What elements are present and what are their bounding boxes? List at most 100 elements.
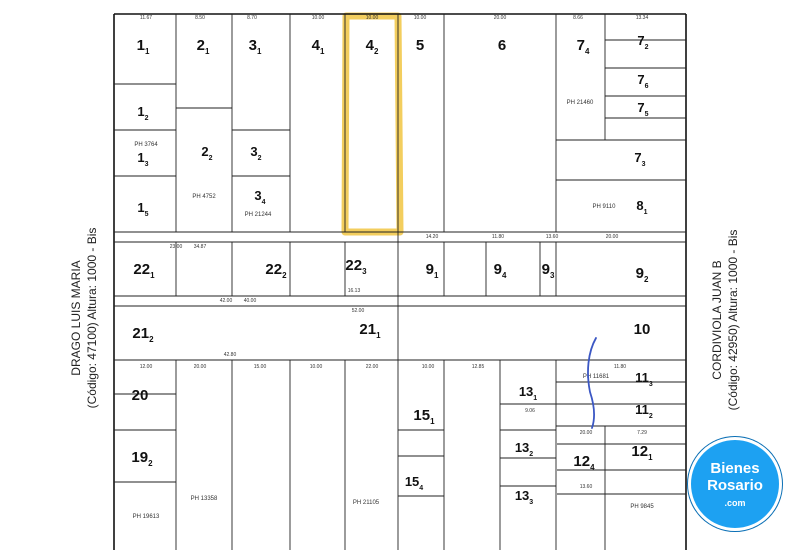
dimension-label: 10.00 <box>422 364 435 370</box>
lot-number: 151 <box>413 407 435 426</box>
dimension-label: 13.60 <box>546 234 559 240</box>
lot-number: 20 <box>132 387 149 404</box>
dimension-label: 15.00 <box>254 364 267 370</box>
dimension-label: 20.00 <box>194 364 207 370</box>
ph-label: PH 9110 <box>593 204 617 210</box>
street-label-left: DRAGO LUIS MARIA (Código: 47100) Altura:… <box>68 228 100 409</box>
dimension-label: 42.80 <box>224 352 237 358</box>
ph-label: PH 11681 <box>583 374 610 380</box>
dimension-label: 23.00 <box>170 244 183 250</box>
dimension-label: 10.00 <box>310 364 323 370</box>
lot-number: 74 <box>577 37 590 56</box>
lot-number: 72 <box>637 33 648 51</box>
lot-number: 31 <box>249 37 262 56</box>
logo-line-2: Rosario <box>707 477 763 494</box>
dimension-label: 8.50 <box>195 15 205 21</box>
lot-number: 94 <box>494 261 507 280</box>
lot-number: 75 <box>637 100 648 118</box>
lot-number: 92 <box>636 265 649 284</box>
dimension-label: 11.67 <box>140 15 152 21</box>
dimension-label: 13.34 <box>636 15 649 21</box>
lot-number: 192 <box>131 449 153 468</box>
street-right-code: (Código: 42950) Altura: 1000 - Bis <box>726 229 740 411</box>
lot-number: 11 <box>137 37 150 56</box>
lot-number: 41 <box>312 37 325 56</box>
lot-number: 133 <box>515 488 533 506</box>
lot-number: 221 <box>133 261 155 280</box>
ph-label: PH 13358 <box>191 496 218 502</box>
logo-line-1: Bienes <box>710 460 760 477</box>
dimension-label: 10.00 <box>312 15 325 21</box>
annotation-layer <box>587 337 597 429</box>
ph-label: PH 4752 <box>192 194 216 200</box>
lot-number: 91 <box>426 261 439 280</box>
ph-label: PH 21244 <box>245 212 272 218</box>
bienes-rosario-logo: Bienes Rosario .com <box>688 437 782 531</box>
street-left-code: (Código: 47100) Altura: 1000 - Bis <box>85 227 99 409</box>
lot-number: 34 <box>254 188 265 206</box>
dimension-label: 8.66 <box>573 15 583 21</box>
dimension-label: 20.00 <box>606 234 619 240</box>
lot-number: 154 <box>405 474 423 492</box>
lot-number: 13 <box>137 150 148 168</box>
lot-number: 5 <box>416 37 424 54</box>
street-left-name: DRAGO LUIS MARIA <box>69 260 83 376</box>
lot-number: 76 <box>637 72 648 90</box>
dimension-label: 11.80 <box>492 234 504 240</box>
dimension-label: 13.60 <box>580 484 593 490</box>
lot-number: 22 <box>201 144 212 162</box>
logo-line-3: .com <box>724 498 746 508</box>
dimension-label: 10.00 <box>414 15 427 21</box>
lot-boundaries <box>113 13 687 550</box>
lot-number: 21 <box>197 37 210 56</box>
lot-number: 112 <box>635 402 653 420</box>
lot-number: 132 <box>515 440 533 458</box>
street-right-name: CORDIVIOLA JUAN B <box>710 260 724 380</box>
dimension-label: 20.00 <box>580 430 593 436</box>
dimension-label: 10.00 <box>366 15 379 21</box>
dimension-label: 52.00 <box>352 308 365 314</box>
lot-number: 121 <box>631 443 653 462</box>
lot-number: 222 <box>265 261 287 280</box>
dimension-label: 22.00 <box>366 364 379 370</box>
lot-number: 42 <box>366 37 379 56</box>
lot-number: 15 <box>137 200 148 218</box>
ph-label: PH 21105 <box>353 500 380 506</box>
dimension-label: 7.29 <box>637 430 647 436</box>
dimension-label: 16.13 <box>348 288 361 294</box>
lot-number: 212 <box>132 325 154 344</box>
dimension-label: 40.00 <box>244 298 257 304</box>
lot-number: 211 <box>359 321 381 340</box>
lot-number: 81 <box>636 198 647 216</box>
dimension-label: 11.80 <box>614 364 626 370</box>
lot-number: 10 <box>634 321 651 338</box>
lot-number: 32 <box>250 144 261 162</box>
lot-number: 93 <box>542 261 555 280</box>
block-outline <box>113 13 687 550</box>
dimension-label: 12.85 <box>472 364 485 370</box>
lot-number: 113 <box>635 370 653 388</box>
dimension-label: 42.00 <box>220 298 233 304</box>
dimension-label: 20.00 <box>494 15 507 21</box>
dimension-label: 9.06 <box>525 408 535 414</box>
ph-labels: PH 21460 PH 3764 PH 4752 PH 21244 PH 9110 PH … <box>133 100 655 520</box>
lot-number: 12 <box>137 104 148 122</box>
dimension-label: 34.87 <box>194 244 207 250</box>
ph-label: PH 3764 <box>134 142 158 148</box>
dimension-label: 8.70 <box>247 15 257 21</box>
lot-number: 131 <box>519 384 537 402</box>
dimension-label: 12.00 <box>140 364 153 370</box>
lot-number: 223 <box>345 257 367 276</box>
dimension-labels: 11.67 8.50 8.70 10.00 10.00 10.00 20.00 8.66 13.… <box>140 15 649 490</box>
lot-number: 73 <box>634 150 645 168</box>
lot-number: 6 <box>498 37 506 54</box>
street-label-right: CORDIVIOLA JUAN B (Código: 42950) Altura… <box>709 230 741 411</box>
ph-label: PH 9845 <box>630 504 654 510</box>
ph-label: PH 21460 <box>567 100 594 106</box>
lot-number: 124 <box>573 453 595 472</box>
handdrawn-annotation-line <box>587 337 597 429</box>
ph-label: PH 19613 <box>133 514 160 520</box>
